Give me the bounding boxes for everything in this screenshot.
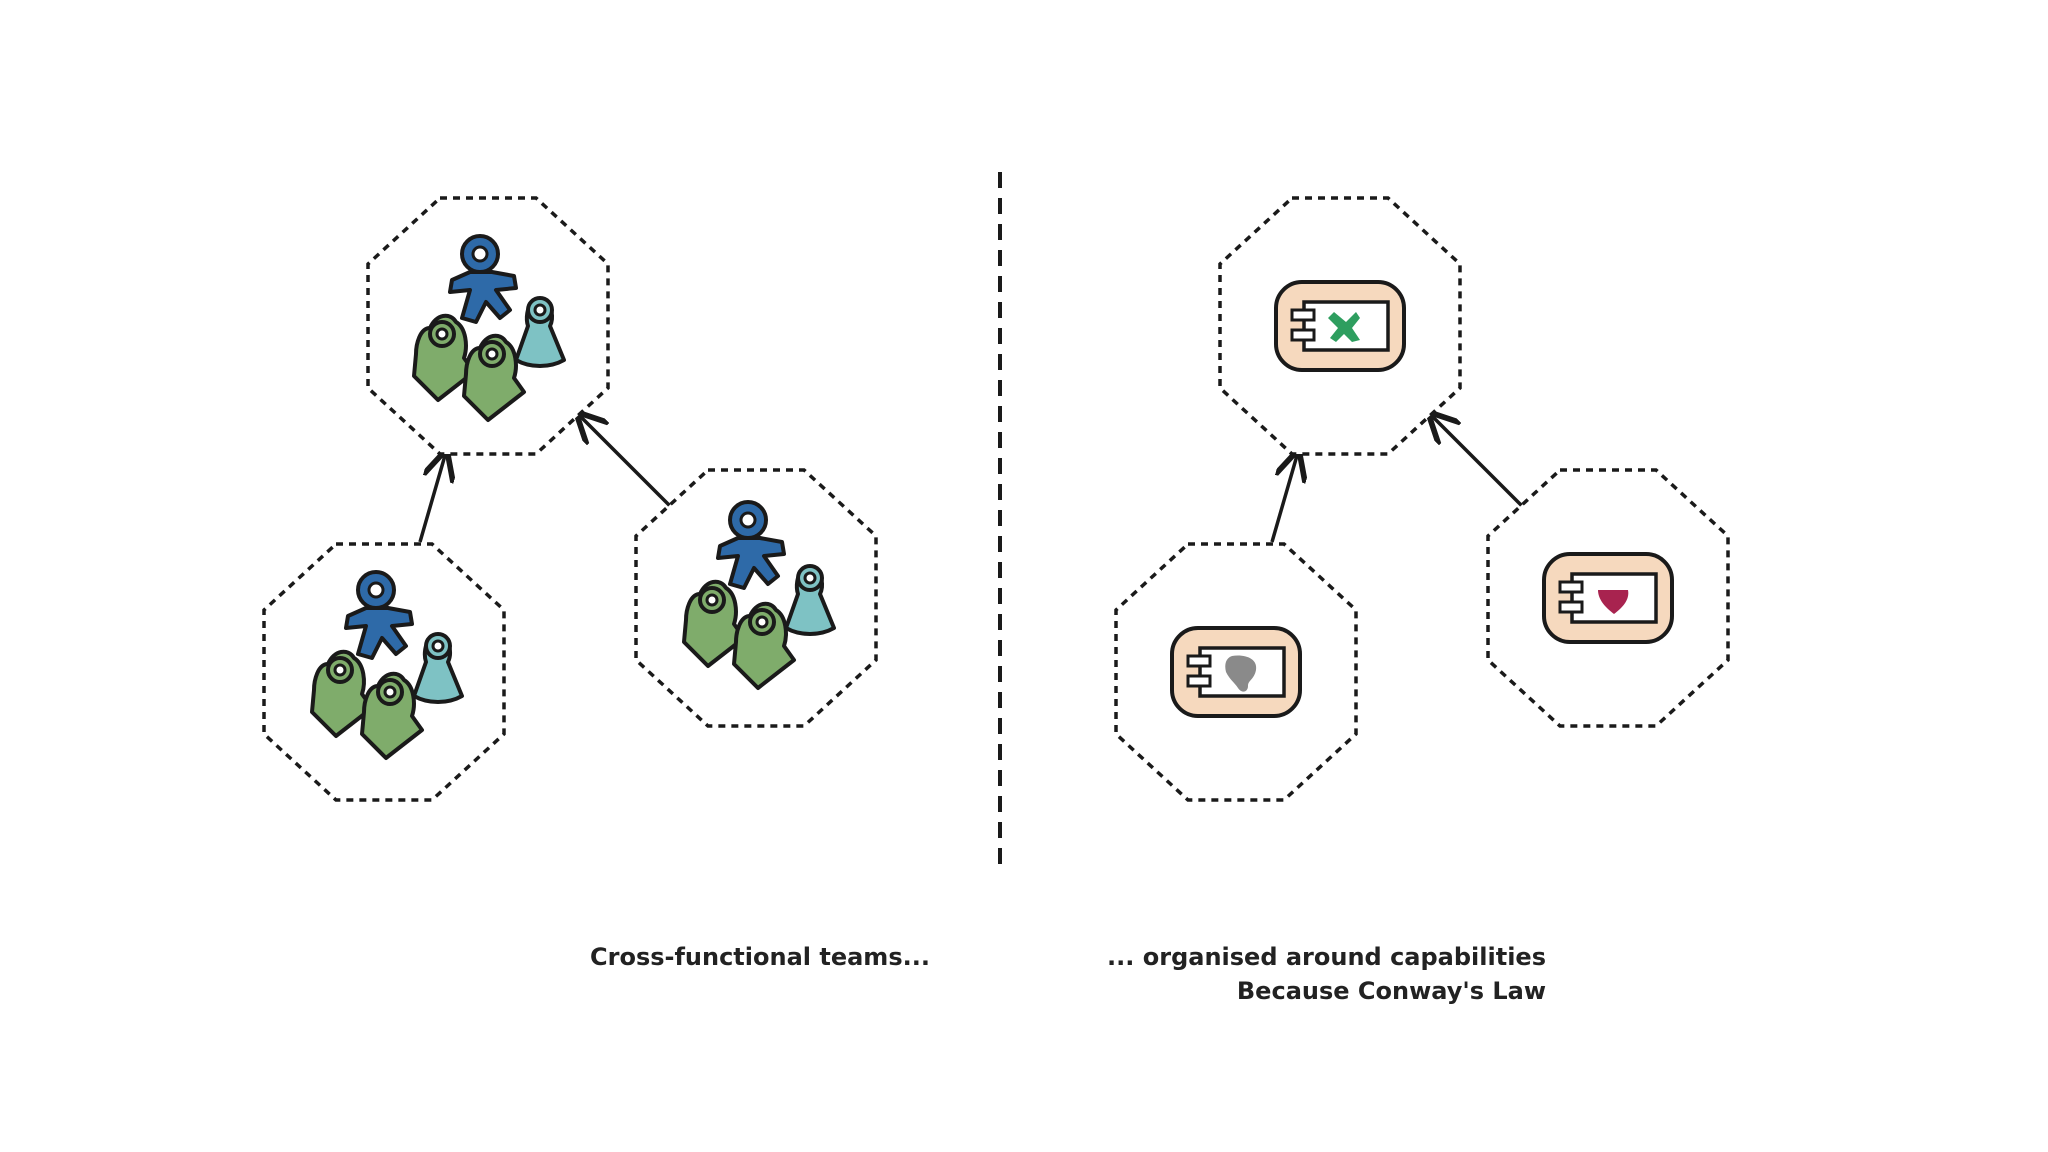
red-heart-icon (1598, 590, 1629, 614)
capability-group-top (1218, 196, 1462, 456)
team-group-top (366, 196, 610, 456)
caption-capabilities-line-1: ... organised around capabilities (1107, 943, 1546, 971)
right-panel (1114, 196, 1730, 802)
team-group-bottom-right (634, 468, 878, 728)
team-group-bottom-left (262, 542, 506, 802)
caption-cross-functional-teams: Cross-functional teams... (590, 943, 930, 971)
left-panel (262, 196, 878, 802)
capability-group-bottom-left (1114, 542, 1358, 802)
arrow-right-bottom-to-top (1430, 414, 1526, 510)
caption-capabilities: ... organised around capabilities Becaus… (1107, 940, 1546, 1008)
arrow-left-bottom-to-top (1270, 452, 1298, 543)
arrow-right-bottom-to-top (578, 414, 674, 510)
green-x-icon (1328, 312, 1360, 342)
grey-blob-icon (1225, 655, 1257, 692)
arrow-left-bottom-to-top (418, 452, 446, 543)
caption-conways-law: Because Conway's Law (1236, 977, 1546, 1005)
capability-group-bottom-right (1486, 468, 1730, 728)
